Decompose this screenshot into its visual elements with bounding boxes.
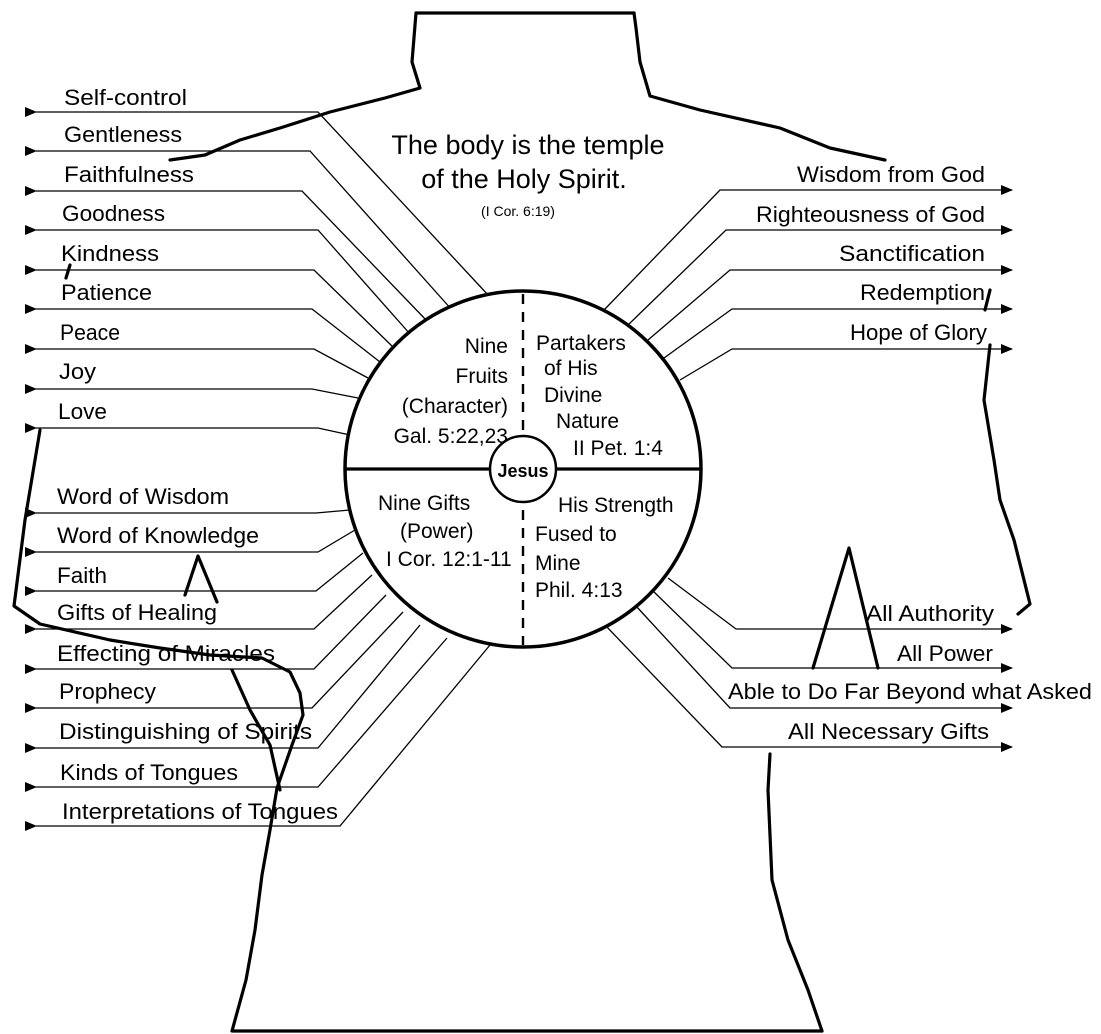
gift-connector — [25, 594, 387, 674]
quadrant-tr-line-1: Partakers — [536, 332, 626, 355]
quadrant-tr-line-4: Nature — [556, 410, 619, 433]
divine-label: Hope of Glory — [850, 320, 987, 345]
divine-label: Righteousness of God — [756, 202, 985, 227]
fruit-label: Self-control — [64, 85, 187, 110]
title-line-1: The body is the temple — [391, 130, 664, 160]
fruit-connector — [25, 344, 369, 379]
gift-label: Word of Knowledge — [57, 523, 259, 548]
divine-label: Redemption — [860, 280, 985, 305]
gift-label: Distinguishing of Spirits — [59, 719, 312, 744]
strength-label: All Authority — [866, 601, 994, 626]
gift-label: Prophecy — [59, 679, 156, 704]
divine-connector — [679, 344, 1013, 381]
gift-connector — [25, 644, 491, 831]
fruit-connector — [25, 146, 453, 311]
quadrant-bl-line-2: (Power) — [400, 520, 474, 543]
body-silhouette — [12, 11, 1032, 1033]
inner-stroke-left — [230, 668, 282, 792]
quadrant-tr-line-2: of His — [544, 357, 598, 380]
fruit-connector — [25, 186, 429, 323]
quadrant-bottom-right: His Strength Fused to Mine Phil. 4:13 — [535, 494, 674, 602]
gift-connector — [25, 529, 356, 557]
fruit-connector — [25, 265, 395, 349]
quadrant-tr-line-3: Divine — [544, 384, 602, 407]
jesus-circle — [488, 434, 558, 504]
fruit-connector — [25, 423, 351, 436]
divine-nature-labels: Wisdom from God Righteousness of God San… — [756, 162, 987, 345]
fruits-labels: Self-control Gentleness Faithfulness Goo… — [58, 85, 194, 424]
body-outline-left — [12, 11, 824, 1033]
fruit-label: Love — [58, 399, 107, 424]
strength-label: All Power — [897, 641, 993, 666]
gift-label: Gifts of Healing — [57, 600, 217, 625]
quadrant-br-line-3: Mine — [535, 552, 581, 575]
divine-label: Sanctification — [839, 241, 985, 266]
fruit-label: Gentleness — [64, 122, 182, 147]
divine-connector — [647, 265, 1013, 341]
fruit-label: Kindness — [61, 241, 159, 266]
strength-label: Able to Do Far Beyond what Asked — [728, 679, 1092, 704]
strength-label: All Necessary Gifts — [788, 719, 989, 744]
central-circle: Jesus — [343, 289, 703, 649]
divine-connector — [603, 185, 1013, 311]
quadrant-top-right: Partakers of His Divine Nature II Pet. 1… — [536, 332, 663, 460]
quadrant-bottom-left: Nine Gifts (Power) I Cor. 12:1-11 — [378, 492, 512, 571]
gift-connector — [25, 552, 364, 596]
wedge-right — [811, 546, 880, 670]
fruit-connector — [25, 304, 381, 363]
gift-connector — [25, 624, 421, 753]
quadrant-top-left: Nine Fruits (Character) Gal. 5:22,23 — [394, 335, 508, 448]
gift-label: Effecting of Miracles — [57, 641, 275, 666]
quadrant-bl-line-3: I Cor. 12:1-11 — [386, 548, 512, 571]
strength-labels: All Authority All Power Able to Do Far B… — [728, 601, 1092, 744]
body-outline-right — [632, 11, 1032, 1033]
wedge-left — [183, 554, 219, 604]
quadrant-tl-line-1: Nine — [465, 335, 508, 358]
quadrant-br-line-4: Phil. 4:13 — [535, 579, 623, 602]
fruit-label: Joy — [59, 359, 96, 384]
strength-connector — [604, 624, 1013, 752]
gift-connector — [25, 637, 448, 792]
fruit-connector — [25, 384, 359, 399]
diagram-title: The body is the temple of the Holy Spiri… — [391, 130, 664, 219]
gift-connector — [25, 508, 351, 518]
fruit-label: Faithfulness — [64, 162, 194, 187]
gift-label: Word of Wisdom — [57, 484, 229, 509]
gift-connector — [25, 611, 404, 713]
gift-connector — [25, 574, 373, 634]
gift-label: Faith — [57, 563, 107, 588]
quadrant-tl-line-3: (Character) — [402, 395, 508, 418]
fruit-label: Peace — [60, 320, 120, 345]
gift-label: Interpretations of Tongues — [62, 799, 338, 824]
connector-lines — [25, 107, 1013, 831]
fruit-connector — [25, 225, 411, 335]
quadrant-br-line-2: Fused to — [535, 523, 617, 546]
divine-label: Wisdom from God — [797, 162, 985, 187]
strength-connector — [635, 605, 1013, 713]
gift-label: Kinds of Tongues — [60, 760, 238, 785]
quadrant-tl-line-4: Gal. 5:22,23 — [394, 425, 508, 448]
quadrant-bl-line-1: Nine Gifts — [378, 492, 470, 515]
quadrant-tl-line-2: Fruits — [456, 365, 509, 388]
fruit-label: Patience — [61, 280, 152, 305]
quadrant-br-line-1: His Strength — [558, 494, 674, 517]
divine-connector — [663, 304, 1013, 359]
strength-connector — [651, 589, 1013, 673]
fruit-label: Goodness — [62, 201, 165, 226]
jesus-label: Jesus — [497, 461, 548, 481]
divine-connector — [627, 225, 1013, 326]
title-line-2: of the Holy Spirit. — [421, 164, 627, 194]
gifts-labels: Word of Wisdom Word of Knowledge Faith G… — [57, 484, 338, 824]
title-reference: (I Cor. 6:19) — [481, 203, 555, 219]
strength-connector — [667, 577, 1013, 634]
fruit-connector — [25, 107, 490, 297]
quadrant-tr-line-5: II Pet. 1:4 — [573, 437, 663, 460]
